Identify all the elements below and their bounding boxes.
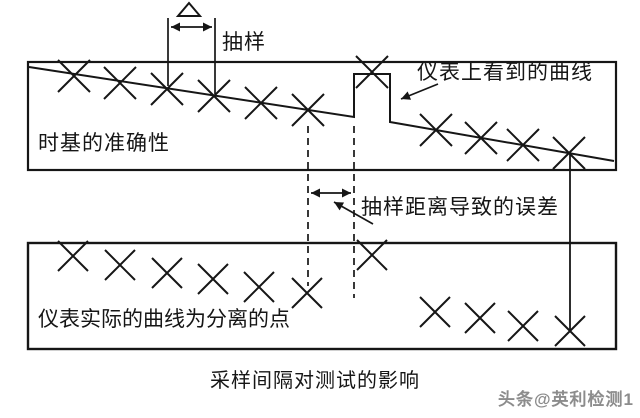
actual-point-x [151, 257, 183, 289]
sample-point-x [197, 79, 231, 113]
label-sampling-distance-error: 抽样距离导致的误差 [361, 195, 559, 219]
actual-point-x [464, 302, 496, 334]
actual-curve-box [26, 241, 618, 351]
diagram-shapes [26, 1, 618, 351]
sample-point-x [419, 113, 453, 147]
watermark: 头条@英利检测1 [497, 390, 634, 409]
actual-point-x [356, 239, 388, 271]
sample-point-x [244, 86, 278, 120]
sample-point-x [103, 66, 137, 100]
actual-point-x [419, 296, 451, 328]
sample-point-x [291, 93, 325, 127]
timebase-box [26, 60, 618, 172]
label-timebase-accuracy: 时基的准确性 [38, 131, 170, 155]
sample-point-x [150, 72, 184, 106]
sample-point-x [57, 59, 91, 93]
caption: 采样间隔对测试的影响 [210, 370, 420, 392]
error-pointer-arrow [333, 201, 374, 225]
actual-point-x [104, 249, 136, 281]
label-sampling: 抽样 [222, 30, 266, 54]
delta-triangle-marker [175, 1, 203, 17]
curve-seen-pointer-arrow [400, 83, 439, 100]
actual-point-x [291, 277, 323, 309]
actual-point-x [197, 263, 229, 295]
actual-point-x [507, 310, 539, 342]
sample-point-x [464, 121, 498, 155]
sample-point-x [552, 136, 586, 170]
actual-point-x [554, 315, 586, 347]
instrument-curve [28, 66, 615, 162]
actual-point-x [57, 240, 89, 272]
label-actual-curve-separated-points: 仪表实际的曲线为分离的点 [38, 307, 290, 331]
sample-point-x [506, 128, 540, 162]
sample-point-x [355, 55, 389, 89]
label-curve-seen-on-instrument: 仪表上看到的曲线 [417, 60, 593, 84]
actual-point-x [243, 271, 275, 303]
